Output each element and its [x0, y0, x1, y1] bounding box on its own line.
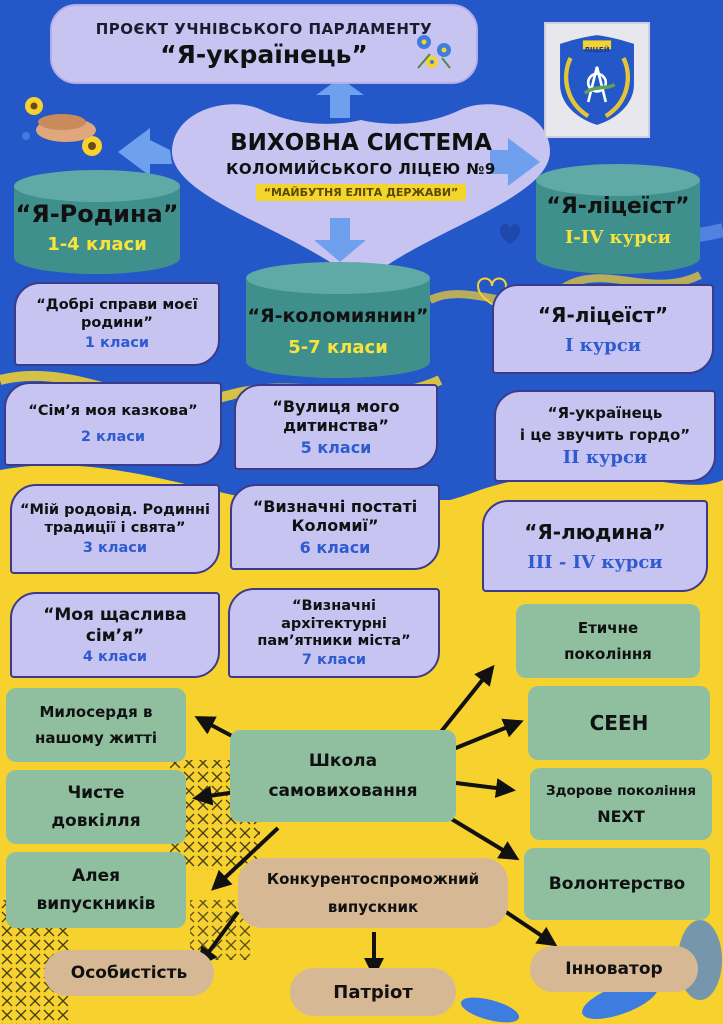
- column-lyceum-title: “Я-ліцеїст”: [546, 194, 690, 219]
- school-line1: Школа: [308, 751, 378, 771]
- motto-banner: “МАЙБУТНЯ ЕЛІТА ДЕРЖАВИ”: [255, 183, 467, 201]
- box-patriot-label: Патріот: [333, 981, 413, 1003]
- cylinder-middle: [246, 262, 430, 378]
- leaf-left-4-line1: “Моя щаслива: [43, 605, 187, 626]
- leaf-left-2-grade: 2 класи: [80, 428, 146, 445]
- leaf-right-2: “Я-українець і це звучить гордо” ІІ курс…: [494, 390, 716, 482]
- leaf-middle-2: “Визначні постаті Коломиї” 6 класи: [230, 484, 440, 570]
- column-kolomyia: “Я-коломиянин” 5-7 класи: [246, 288, 430, 374]
- box-ceen: СЕЕН: [528, 686, 710, 760]
- leaf-middle-3: “Визначні архітектурні пам’ятники міста”…: [228, 588, 440, 678]
- box-competitive-line1: Конкурентоспроможний: [266, 870, 480, 888]
- box-personality: Особистість: [44, 950, 214, 996]
- crest-label: ЛІЦЕЙ: [584, 46, 610, 54]
- leaf-middle-2-line1: “Визначні постаті: [252, 496, 418, 516]
- leaf-left-1-grade: 1 класи: [84, 334, 150, 351]
- cylinder-right: [536, 164, 700, 274]
- leaf-middle-1-line2: дитинства”: [283, 416, 389, 435]
- leaf-right-1-year: І курси: [564, 334, 642, 356]
- cylinder-left: [14, 170, 180, 274]
- column-family: “Я-Родина” 1-4 класи: [14, 188, 180, 266]
- box-ceen-label: СЕЕН: [589, 711, 649, 735]
- box-ethic-line1: Етичне: [577, 619, 639, 637]
- school-self-education: Школа самовиховання: [230, 730, 456, 822]
- box-healthy-line2: NEXT: [597, 806, 645, 826]
- education-system-subtitle: КОЛОМИЙСЬКОГО ЛІЦЕЮ №9: [226, 159, 496, 178]
- leaf-left-2: “Сім’я моя казкова” 2 класи: [4, 382, 222, 466]
- leaf-left-1-line2: родини”: [81, 314, 153, 331]
- leaf-left-4: “Моя щаслива сім’я” 4 класи: [10, 592, 220, 678]
- leaf-left-4-line2: сім’я”: [85, 625, 145, 646]
- leaf-left-3-grade: 3 класи: [82, 539, 148, 556]
- box-clean-line2: довкілля: [51, 811, 141, 831]
- hands-flowers-icon: [18, 92, 110, 162]
- leaf-left-3-line1: “Мій родовід. Родинні: [19, 502, 211, 519]
- leaf-middle-1: “Вулиця мого дитинства” 5 класи: [234, 384, 438, 470]
- leaf-left-4-grade: 4 класи: [82, 648, 148, 665]
- school-line2: самовиховання: [268, 781, 418, 801]
- box-patriot: Патріот: [290, 968, 456, 1016]
- box-alley-line1: Алея: [71, 866, 121, 886]
- education-system-block: ВИХОВНА СИСТЕМА КОЛОМИЙСЬКОГО ЛІЦЕЮ №9 “…: [172, 116, 550, 214]
- leaf-left-3: “Мій родовід. Родинні традиції і свята” …: [10, 484, 220, 574]
- leaf-middle-1-line1: “Вулиця мого: [272, 396, 400, 416]
- column-family-grades: 1-4 класи: [47, 233, 147, 255]
- lyceum-crest: ЛІЦЕЙ: [544, 22, 650, 138]
- leaf-right-3-line1: “Я-людина”: [524, 519, 666, 544]
- box-ethic-line2: покоління: [564, 645, 652, 663]
- column-lyceum-years: I-IV курси: [565, 227, 671, 248]
- box-competitive-graduate: Конкурентоспроможний випускник: [238, 858, 508, 928]
- project-title-line1: ПРОЄКТ УЧНІВСЬКОГО ПАРЛАМЕНТУ: [95, 19, 433, 38]
- box-healthy-line1: Здорове покоління: [546, 782, 696, 799]
- leaf-left-2-line1: “Сім’я моя казкова”: [28, 403, 198, 420]
- leaf-left-1-line1: “Добрі справи моєї: [36, 297, 198, 314]
- leaf-middle-1-grade: 5 класи: [300, 438, 372, 458]
- box-innovator-label: Інноватор: [565, 959, 663, 979]
- leaf-left-1: “Добрі справи моєї родини” 1 класи: [14, 282, 220, 366]
- box-clean-line1: Чисте: [67, 783, 125, 803]
- column-kolomyia-title: “Я-коломиянин”: [247, 304, 429, 327]
- column-kolomyia-grades: 5-7 класи: [288, 336, 388, 358]
- leaf-middle-3-grade: 7 класи: [301, 651, 367, 668]
- crest-emblem-icon: [560, 35, 634, 125]
- leaf-middle-2-line2: Коломиї”: [291, 516, 379, 535]
- box-volunteer-label: Волонтерство: [548, 874, 686, 894]
- box-clean-environment: Чисте довкілля: [6, 770, 186, 844]
- box-competitive-line2: випускник: [327, 898, 419, 916]
- project-title-line2: “Я-українець”: [160, 39, 368, 69]
- leaf-right-2-year: ІІ курси: [562, 447, 648, 468]
- leaf-middle-2-grade: 6 класи: [299, 538, 371, 558]
- box-ethical-generation: Етичне покоління: [516, 604, 700, 678]
- box-personality-label: Особистість: [70, 963, 188, 983]
- box-mercy: Милосердя в нашому житті: [6, 688, 186, 762]
- box-mercy-line2: нашому житті: [35, 729, 157, 747]
- box-graduates-alley: Алея випускників: [6, 852, 186, 928]
- flowers-icon: [410, 28, 460, 74]
- box-innovator: Інноватор: [530, 946, 698, 992]
- column-family-title: “Я-Родина”: [15, 199, 179, 228]
- box-healthy-generation: Здорове покоління NEXT: [530, 768, 712, 840]
- leaf-right-3-year: ІІІ - ІV курси: [527, 551, 663, 573]
- leaf-middle-3-line2: архітектурні: [281, 615, 387, 632]
- leaf-right-3: “Я-людина” ІІІ - ІV курси: [482, 500, 708, 592]
- leaf-middle-3-line1: “Визначні: [292, 598, 376, 615]
- box-alley-line2: випускників: [36, 894, 156, 914]
- leaf-right-1-line1: “Я-ліцеїст”: [537, 302, 669, 327]
- leaf-right-1: “Я-ліцеїст” І курси: [492, 284, 714, 374]
- box-volunteering: Волонтерство: [524, 848, 710, 920]
- column-lyceum: “Я-ліцеїст” I-IV курси: [536, 180, 700, 262]
- leaf-middle-3-line3: пам’ятники міста”: [257, 633, 411, 650]
- project-title-box: ПРОЄКТ УЧНІВСЬКОГО ПАРЛАМЕНТУ “Я-україне…: [50, 4, 478, 84]
- leaf-left-3-line2: традиції і свята”: [44, 519, 186, 536]
- leaf-right-2-line1: “Я-українець: [547, 404, 663, 422]
- education-system-title: ВИХОВНА СИСТЕМА: [230, 129, 492, 156]
- box-mercy-line1: Милосердя в: [39, 703, 153, 721]
- leaf-right-2-line2: і це звучить гордо”: [519, 426, 691, 444]
